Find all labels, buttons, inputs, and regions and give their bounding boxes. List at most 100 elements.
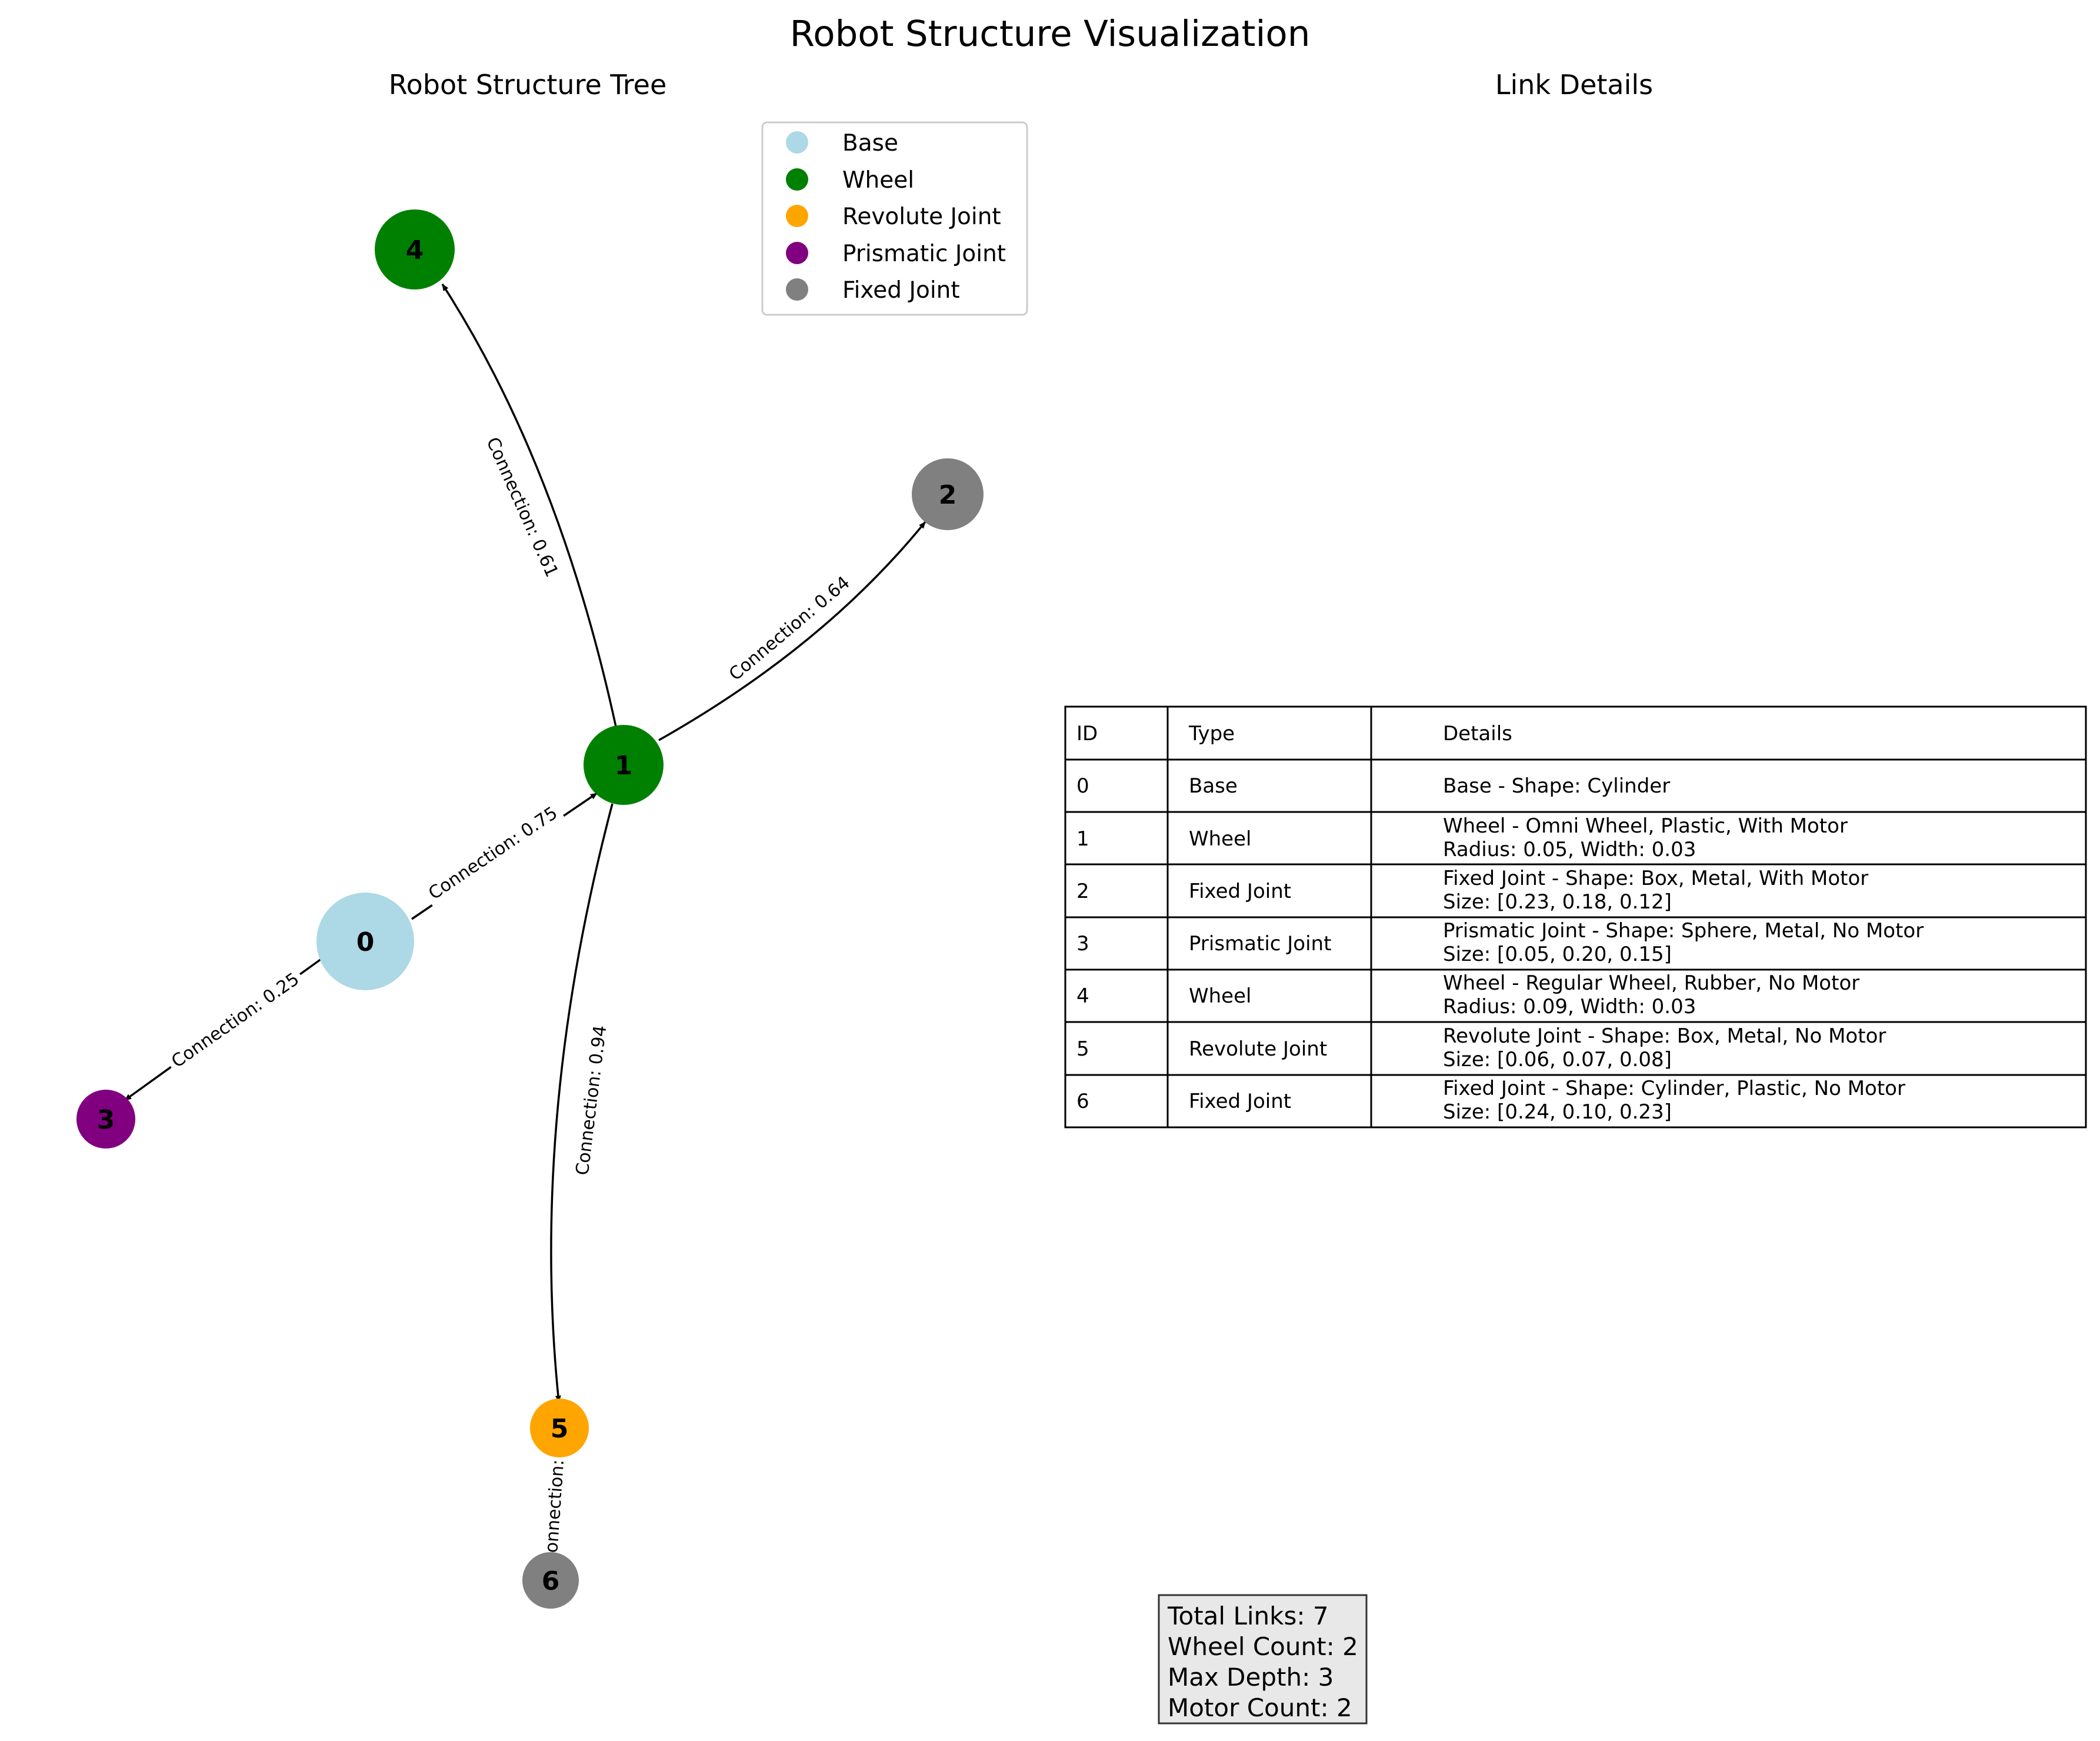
- edge-1-5: [550, 803, 614, 1403]
- table-cell-type: Prismatic Joint: [1189, 932, 1331, 956]
- tree-panel-title: Robot Structure Tree: [389, 69, 667, 101]
- legend-item-prismatic-joint: Prismatic Joint: [786, 241, 1006, 267]
- legend-label-base: Base: [842, 130, 898, 157]
- node-5-circle[interactable]: [530, 1399, 589, 1457]
- table-cell-id: 4: [1076, 984, 1089, 1008]
- edge-label-1-5: Connection: 0.94: [572, 1024, 611, 1177]
- edge-label-0-1: Connection: 0.75: [425, 803, 561, 904]
- table-cell-details: Prismatic Joint - Shape: Sphere, Metal, …: [1443, 919, 1924, 943]
- edge-label-bg: [419, 798, 566, 908]
- table-cell-type: Fixed Joint: [1189, 1090, 1291, 1113]
- table-header-details: Details: [1443, 722, 1512, 745]
- node-2-circle[interactable]: [912, 458, 984, 530]
- table-cell-details: Fixed Joint - Shape: Cylinder, Plastic, …: [1443, 1077, 1905, 1100]
- node-6[interactable]: 6: [522, 1552, 579, 1609]
- node-3-circle[interactable]: [76, 1090, 135, 1149]
- table-cell-details: Size: [0.06, 0.07, 0.08]: [1443, 1048, 1672, 1071]
- table-cell-details: Wheel - Regular Wheel, Rubber, No Motor: [1443, 971, 1859, 995]
- edge-label-bg: [568, 1020, 614, 1181]
- edges-layer: [124, 284, 926, 1552]
- stats-wheel-count: Wheel Count: 2: [1168, 1632, 1358, 1661]
- table-cell-id: 6: [1076, 1090, 1089, 1113]
- node-6-circle[interactable]: [522, 1552, 579, 1609]
- node-3[interactable]: 3: [76, 1090, 135, 1149]
- table-row: 6 Fixed Joint Fixed Joint - Shape: Cylin…: [1076, 1077, 1905, 1124]
- table-cell-type: Base: [1189, 774, 1238, 798]
- legend-label-revolute-joint: Revolute Joint: [842, 204, 1001, 230]
- figure-title: Robot Structure Visualization: [790, 13, 1311, 55]
- edge-label-bg: [162, 964, 308, 1077]
- stats-motor-count: Motor Count: 2: [1168, 1693, 1352, 1722]
- edge-label-bg: [538, 1456, 571, 1552]
- edge-labels-layer: Connection: 0.75 Connection: 0.25 Connec…: [162, 429, 859, 1566]
- node-2[interactable]: 2: [912, 458, 984, 530]
- table-row: 0 Base Base - Shape: Cylinder: [1076, 774, 1670, 798]
- table-header-row: ID Type Details: [1076, 722, 1512, 745]
- legend-marker-revolute-joint: [786, 205, 808, 227]
- node-4-circle[interactable]: [375, 209, 455, 289]
- details-panel-title: Link Details: [1495, 69, 1653, 101]
- table-cell-details: Size: [0.23, 0.18, 0.12]: [1443, 890, 1672, 914]
- table-cell-id: 2: [1076, 880, 1089, 903]
- legend-marker-base: [786, 131, 808, 154]
- edge-1-2: [658, 521, 926, 741]
- edge-1-4: [441, 284, 617, 727]
- node-1-label: 1: [615, 751, 633, 781]
- stats-frame: [1158, 1594, 1368, 1725]
- stats-box: Total Links: 7 Wheel Count: 2 Max Depth:…: [1158, 1594, 1368, 1725]
- node-4-label: 4: [406, 235, 424, 265]
- legend-frame: [761, 121, 1028, 316]
- table-row: 2 Fixed Joint Fixed Joint - Shape: Box, …: [1076, 867, 1868, 914]
- table-cell-type: Revolute Joint: [1189, 1037, 1327, 1061]
- legend-item-revolute-joint: Revolute Joint: [786, 204, 1001, 230]
- node-2-label: 2: [939, 480, 957, 510]
- table-cell-details: Wheel - Omni Wheel, Plastic, With Motor: [1443, 814, 1848, 838]
- table-row: 4 Wheel Wheel - Regular Wheel, Rubber, N…: [1076, 971, 1859, 1018]
- node-4[interactable]: 4: [375, 209, 455, 289]
- legend-item-base: Base: [786, 130, 898, 157]
- node-1[interactable]: 1: [584, 725, 664, 805]
- link-details-table: ID Type Details 0 Base Base - Shape: Cyl…: [1064, 705, 2087, 1129]
- table-cell-id: 3: [1076, 932, 1089, 956]
- table-cell-details: Radius: 0.09, Width: 0.03: [1443, 995, 1696, 1018]
- legend-item-fixed-joint: Fixed Joint: [786, 277, 960, 304]
- node-0[interactable]: 0: [316, 893, 414, 990]
- legend-label-wheel: Wheel: [842, 167, 914, 194]
- legend-label-fixed-joint: Fixed Joint: [842, 277, 960, 304]
- edge-label-0-3: Connection: 0.25: [168, 969, 303, 1073]
- table-cell-id: 0: [1076, 774, 1089, 798]
- table-cell-details: Radius: 0.05, Width: 0.03: [1443, 838, 1696, 861]
- legend-marker-prismatic-joint: [786, 242, 808, 264]
- table-cell-details: Fixed Joint - Shape: Box, Metal, With Mo…: [1443, 867, 1868, 890]
- stats-total-links: Total Links: 7: [1167, 1602, 1329, 1630]
- legend-marker-wheel: [786, 168, 808, 191]
- edge-label-1-4: Connection: 0.61: [482, 434, 562, 580]
- node-5-label: 5: [551, 1414, 569, 1444]
- node-5[interactable]: 5: [530, 1399, 589, 1457]
- table-row: 3 Prismatic Joint Prismatic Joint - Shap…: [1076, 919, 1924, 966]
- table-cell-type: Wheel: [1189, 827, 1251, 851]
- legend-label-prismatic-joint: Prismatic Joint: [842, 241, 1006, 267]
- nodes-layer: 0 1 2 3 4 5 6: [76, 209, 984, 1609]
- node-1-circle[interactable]: [584, 725, 664, 805]
- stats-max-depth: Max Depth: 3: [1168, 1663, 1334, 1692]
- edge-label-bg: [720, 567, 859, 690]
- table-row: 1 Wheel Wheel - Omni Wheel, Plastic, Wit…: [1076, 814, 1848, 861]
- edge-label-1-2: Connection: 0.64: [725, 572, 854, 685]
- table-cell-details: Size: [0.24, 0.10, 0.23]: [1443, 1100, 1672, 1124]
- legend-marker-fixed-joint: [786, 278, 808, 301]
- node-0-label: 0: [356, 927, 375, 957]
- table-cell-id: 1: [1076, 827, 1089, 851]
- node-6-label: 6: [542, 1566, 560, 1596]
- node-0-circle[interactable]: [316, 893, 414, 990]
- table-cell-details: Size: [0.05, 0.20, 0.15]: [1443, 943, 1672, 966]
- table-cell-id: 5: [1076, 1037, 1089, 1061]
- table-header-id: ID: [1076, 722, 1098, 745]
- table-header-type: Type: [1188, 722, 1235, 745]
- legend-item-wheel: Wheel: [786, 167, 914, 194]
- table-cell-type: Wheel: [1189, 984, 1251, 1008]
- legend: Base Wheel Revolute Joint Prismatic Join…: [761, 121, 1028, 316]
- table-cell-type: Fixed Joint: [1189, 880, 1291, 903]
